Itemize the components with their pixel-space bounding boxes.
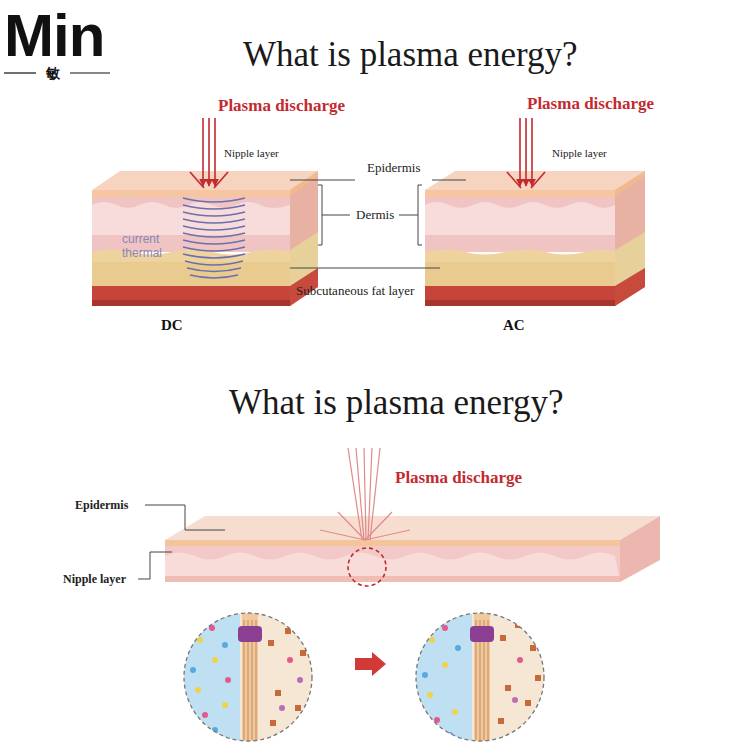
layer-label: Nipple layer <box>224 148 279 159</box>
discharge-label: Plasma discharge <box>218 97 345 114</box>
cell-membrane-before <box>180 610 320 750</box>
transition-arrow <box>355 652 386 676</box>
discharge-label: Plasma discharge <box>395 469 522 486</box>
layer-label: Nipple layer <box>63 573 126 585</box>
skin-slab <box>165 448 660 586</box>
logo-subtext: 敏 <box>46 66 60 80</box>
leader-lines <box>138 505 225 579</box>
block-label: DC <box>161 318 183 333</box>
layer-label: Dermis <box>356 208 394 221</box>
leader-lines <box>290 180 466 268</box>
layer-label: Nipple layer <box>552 148 607 159</box>
layer-label: Subcutaneous fat layer <box>296 284 414 297</box>
subtitle: What is plasma energy? <box>229 385 564 420</box>
cell-membrane-after <box>410 610 552 750</box>
skin-block-ac <box>425 118 645 306</box>
layer-label: Epidermis <box>75 499 128 511</box>
current-label: current thermal <box>122 233 174 261</box>
layer-label: Epidermis <box>367 161 420 174</box>
block-label: AC <box>503 318 525 333</box>
logo-text: Min <box>4 6 104 66</box>
skin-block-dc <box>92 118 318 306</box>
title: What is plasma energy? <box>243 37 578 72</box>
discharge-label: Plasma discharge <box>527 95 654 112</box>
